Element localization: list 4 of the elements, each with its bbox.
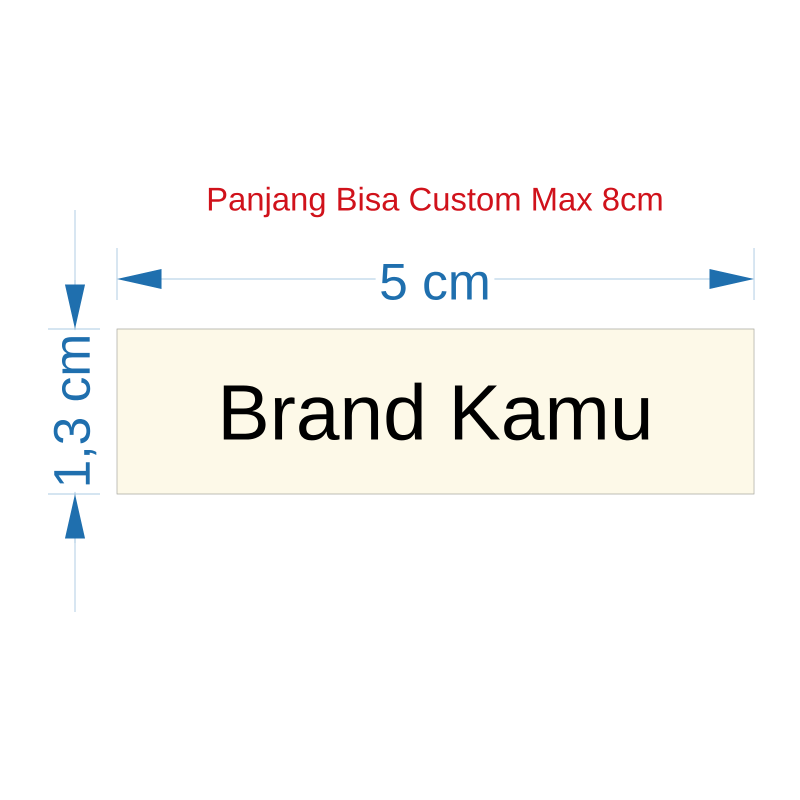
note: Panjang Bisa Custom Max 8cm — [208, 186, 662, 218]
dimension-label: 5 cm — [376, 260, 494, 304]
dimension-label: 1,3 cm — [50, 330, 100, 492]
label-box: Brand Kamu — [116, 328, 754, 494]
